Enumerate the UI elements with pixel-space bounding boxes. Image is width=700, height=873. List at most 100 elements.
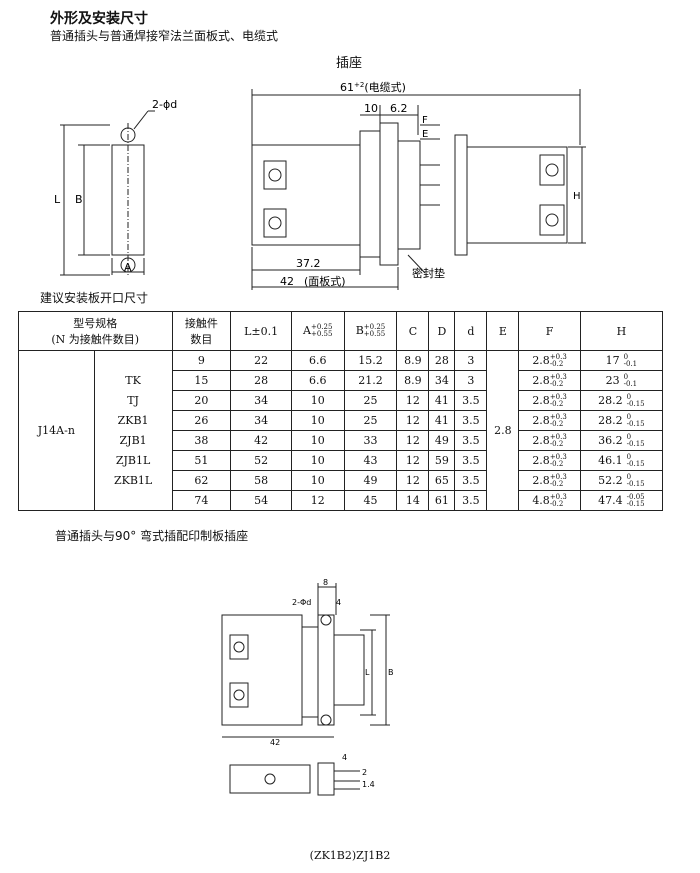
cell-D: 61: [428, 490, 456, 511]
header-H: H: [579, 311, 664, 351]
cell-D: 41: [428, 410, 456, 431]
socket-label: 插座: [336, 56, 363, 71]
dim-1-4: 1.4: [362, 780, 375, 789]
cell-L: 54: [230, 490, 292, 511]
dim-A-label: A: [124, 261, 132, 274]
cell-L: 52: [230, 450, 292, 471]
connector-side-drawing: 61+2(电缆式) 10 6.2 F E H 37.2 42(面板式) 密封垫: [251, 81, 586, 290]
series-item: ZJB1L: [115, 453, 151, 467]
cell-n: 51: [171, 450, 232, 471]
cell-B: 43: [343, 450, 398, 471]
cell-A: 10: [290, 450, 345, 471]
cell-n: 38: [171, 430, 232, 451]
cell-H: 47.4-0.05-0.15: [579, 490, 664, 511]
dim-42-2: 42: [270, 738, 280, 747]
dim-L-label: L: [54, 193, 61, 206]
dim-H: H: [573, 191, 581, 202]
cell-B: 25: [343, 390, 398, 411]
cell-d: 3.5: [454, 410, 488, 431]
series-item: ZKB1L: [113, 473, 153, 487]
hole-label: 2-ϕd: [152, 98, 177, 111]
cell-C: 8.9: [396, 370, 430, 391]
seal-label: 密封垫: [412, 266, 445, 280]
cell-d: 3.5: [454, 490, 488, 511]
cell-B: 49: [343, 470, 398, 491]
cell-n: 9: [171, 350, 232, 371]
series-item: TK: [125, 373, 141, 387]
cell-L: 28: [230, 370, 292, 391]
cell-B: 33: [343, 430, 398, 451]
series-item: ZJB1: [119, 433, 147, 447]
header-B: B+0.25+0.55: [343, 311, 398, 351]
cell-F: 2.8+0.3-0.2: [518, 450, 581, 471]
cell-B: 21.2: [343, 370, 398, 391]
cell-E: 2.8: [486, 350, 520, 511]
cell-L: 58: [230, 470, 292, 491]
cell-F: 2.8+0.3-0.2: [518, 410, 581, 431]
cell-A: 6.6: [290, 350, 345, 371]
cell-d: 3: [454, 370, 488, 391]
pcb-connector-drawing: 8 2-Φd 4 L B 42 4 2 1.4: [221, 578, 394, 796]
page-title: 外形及安装尺寸: [50, 11, 148, 27]
cell-A: 10: [290, 410, 345, 431]
cell-d: 3.5: [454, 430, 488, 451]
cell-D: 49: [428, 430, 456, 451]
cell-A: 10: [290, 470, 345, 491]
dim-E: E: [422, 129, 428, 140]
dim-6-2: 6.2: [390, 102, 408, 115]
cell-F: 2.8+0.3-0.2: [518, 390, 581, 411]
cell-D: 41: [428, 390, 456, 411]
panel-cutout-note: 建议安装板开口尺寸: [40, 291, 149, 305]
figure-caption: (ZK1B2)ZJ1B2: [309, 849, 391, 862]
dim-B-label: B: [75, 193, 83, 206]
cell-F: 2.8+0.3-0.2: [518, 350, 581, 371]
series-item: TJ: [127, 393, 139, 407]
dim-8: 8: [323, 578, 328, 587]
cell-C: 12: [396, 430, 430, 451]
dim-61: 61+2(电缆式): [340, 81, 406, 94]
cell-B: 45: [343, 490, 398, 511]
header-E: E: [486, 311, 520, 351]
cell-n: 20: [171, 390, 232, 411]
series-item: ZKB1: [117, 413, 149, 427]
cell-B: 15.2: [343, 350, 398, 371]
cell-d: 3: [454, 350, 488, 371]
cell-n: 26: [171, 410, 232, 431]
dim-F: F: [422, 115, 428, 126]
cell-A: 6.6: [290, 370, 345, 391]
cell-A: 10: [290, 430, 345, 451]
dim-B-2: B: [388, 668, 394, 677]
dim-4: 4: [336, 598, 341, 607]
header-D: D: [428, 311, 456, 351]
cell-L: 22: [230, 350, 292, 371]
cell-F: 4.8+0.3-0.2: [518, 490, 581, 511]
hole-label-2: 2-Φd: [292, 598, 311, 607]
cell-d: 3.5: [454, 450, 488, 471]
dim-2: 2: [362, 768, 367, 777]
dim-4-b: 4: [342, 753, 347, 762]
header-A: A+0.25+0.55: [290, 311, 345, 351]
cell-C: 12: [396, 470, 430, 491]
header-d: d: [454, 311, 488, 351]
cell-C: 12: [396, 390, 430, 411]
cell-A: 10: [290, 390, 345, 411]
cell-n: 62: [171, 470, 232, 491]
section-2-heading: 普通插头与90° 弯式插配印制板插座: [55, 529, 249, 543]
dim-42: 42(面板式): [280, 274, 346, 288]
cell-d: 3.5: [454, 470, 488, 491]
header-C: C: [396, 311, 430, 351]
cell-L: 42: [230, 430, 292, 451]
